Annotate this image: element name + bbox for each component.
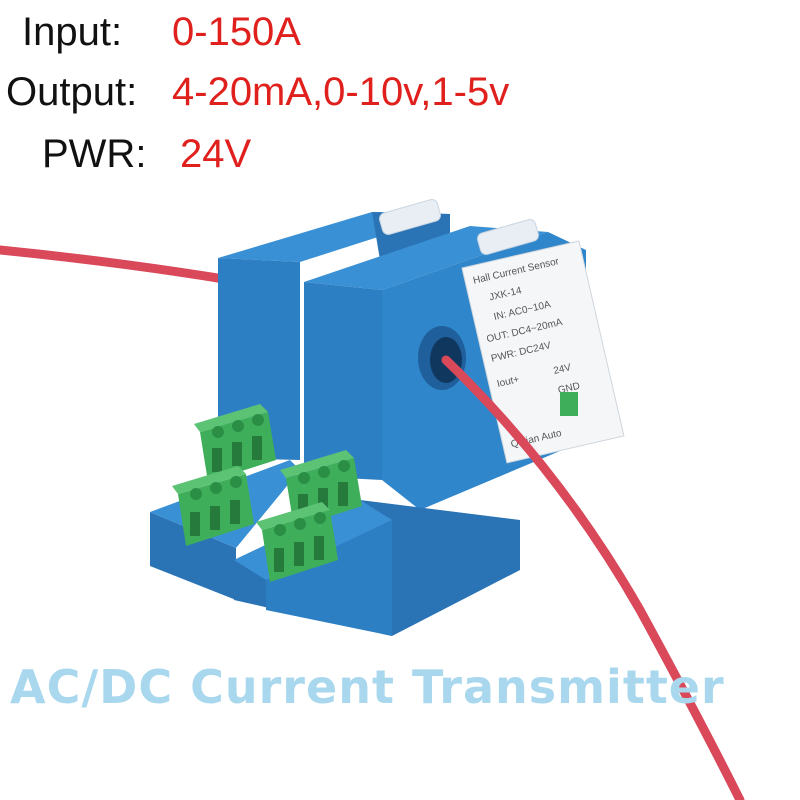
rear-terminal-block-upper	[194, 404, 276, 482]
spec-input-label: Input:	[22, 10, 123, 54]
spec-output-label: Output:	[6, 70, 138, 114]
side-terminal	[560, 392, 578, 416]
spec-input-value: 0-150A	[172, 10, 301, 54]
front-terminal-block-lower	[256, 502, 338, 582]
spec-output-value: 4-20mA,0-10v,1-5v	[172, 70, 510, 114]
label-line-6: Iout+	[496, 374, 521, 390]
spec-pwr-value: 24V	[180, 132, 252, 176]
rear-terminal-block-lower	[172, 466, 254, 546]
red-wire-back	[0, 245, 235, 285]
product-caption: AC/DC Current Transmitter	[10, 660, 725, 714]
spec-pwr-label: PWR:	[42, 132, 147, 176]
red-wire-front	[441, 355, 745, 800]
label-line-7: 24V	[552, 362, 572, 377]
